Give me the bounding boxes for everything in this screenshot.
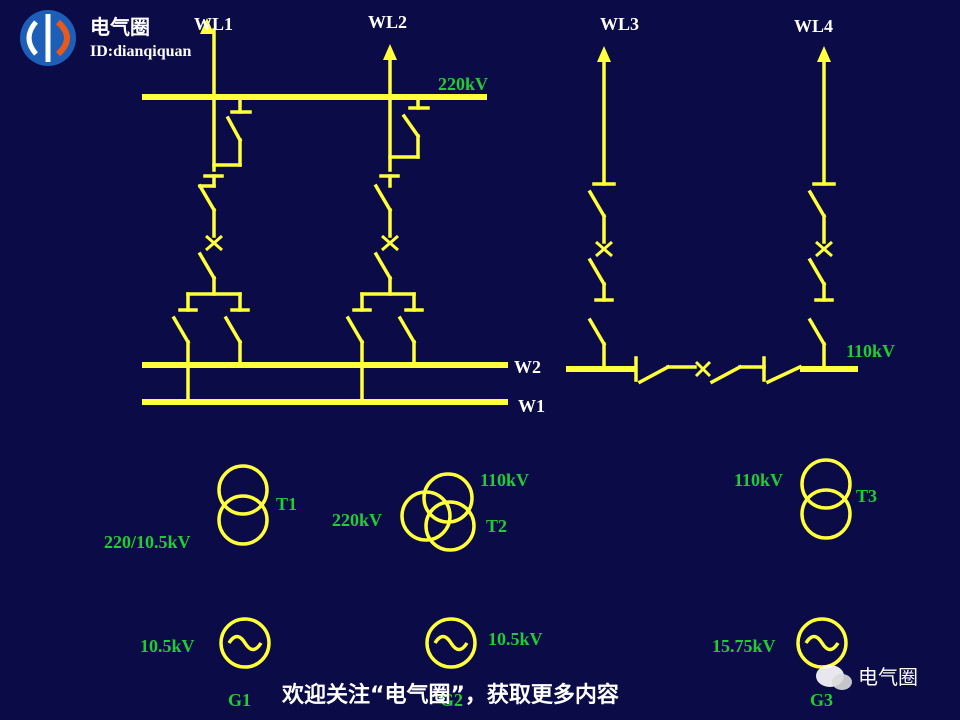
bus-220kv-label: 220kV [438,74,488,94]
logo-id: ID:dianqiquan [90,43,191,60]
transformer-t1 [217,464,269,546]
bus-110kv-label: 110kV [846,341,895,361]
g2-sine-icon [433,634,469,652]
logo-title: 电气圈 [90,15,150,39]
wl1-arrow-icon [200,18,214,34]
brand-logo: 电气圈 ID:dianqiquan [20,10,191,66]
t3-hv-label: 110kV [734,470,783,490]
transformer-t2 [400,472,476,552]
generator-g1 [219,617,271,669]
feeder-wl4 [807,46,836,371]
transformer-t3 [800,458,852,540]
g1-voltage: 10.5kV [140,636,195,656]
t1-ratio: 220/10.5kV [104,532,191,552]
g2-name: G2 [440,690,463,710]
wl3-arrow-icon [597,46,611,62]
g3-sine-icon [804,634,840,652]
t2-name: T2 [486,516,507,536]
g3-voltage: 15.75kV [712,636,776,656]
g2-voltage: 10.5kV [488,629,543,649]
t3-name: T3 [856,486,877,506]
wl1-label: WL1 [194,14,233,34]
g1-name: G1 [228,690,251,710]
feeder-wl1 [171,18,252,404]
wl4-label: WL4 [794,16,833,36]
generator-g3 [796,617,848,669]
wl4-arrow-icon [817,46,831,62]
feeder-wl3 [587,46,616,371]
footer-caption: 欢迎关注“电气圈”，获取更多内容 [281,682,619,708]
t2-hv-label: 220kV [332,510,382,530]
watermark-text: 电气圈 [858,665,918,689]
feeder-wl2 [345,44,430,404]
generator-g2 [425,617,477,669]
g1-sine-icon [227,634,263,652]
watermark: 电气圈 [816,665,918,690]
t2-mv-label: 110kV [480,470,529,490]
wl2-label: WL2 [368,12,407,32]
bus-110kv [566,356,858,385]
t1-name: T1 [276,494,297,514]
bus-w2-label: W2 [514,357,541,377]
bus-w1-label: W1 [518,396,545,416]
wl2-arrow-icon [383,44,397,60]
g3-name: G3 [810,690,833,710]
wl3-label: WL3 [600,14,639,34]
